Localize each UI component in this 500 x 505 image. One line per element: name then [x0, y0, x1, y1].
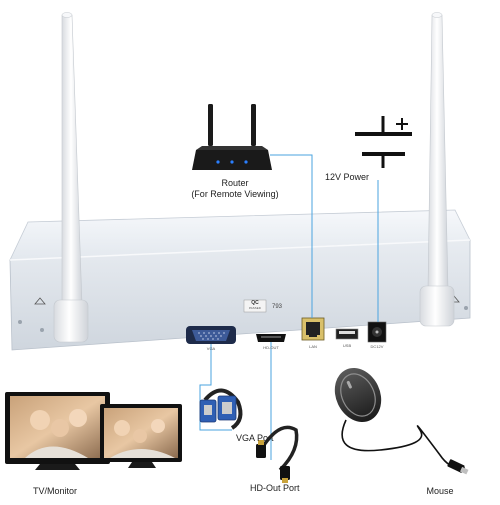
screw-icon: [40, 328, 44, 332]
port-vga: [186, 326, 236, 344]
tv-monitor-small: [100, 404, 182, 468]
hd-out-port-label: HD-Out Port: [250, 483, 300, 493]
dc-port-caption: DC12V: [370, 344, 384, 349]
power-label: 12V Power: [324, 172, 370, 182]
router-icon: [192, 104, 272, 170]
tv-monitor-large: [5, 392, 110, 470]
mouse-icon: [334, 367, 469, 475]
nvr-front-edge: [9, 239, 471, 261]
router-label: Router: [221, 178, 249, 188]
port-dc: [367, 321, 387, 343]
vga-port-caption: VGA: [206, 346, 216, 351]
leader-line: [199, 344, 232, 431]
nvr-body: [9, 209, 471, 351]
mouse-label: Mouse: [426, 486, 454, 496]
lan-port-caption: LAN: [309, 344, 317, 349]
right-antenna: [419, 12, 455, 327]
port-usb: [335, 328, 359, 340]
qc-sticker: [243, 299, 267, 313]
leader-lines: [199, 154, 379, 460]
qc-sticker-sub: PASSED: [249, 306, 261, 310]
hdmi-cable-icon: [256, 425, 299, 483]
leader-line: [270, 154, 313, 318]
port-lan: [301, 317, 325, 341]
screw-icon: [464, 306, 468, 310]
warning-triangle-icon: [34, 297, 46, 305]
serial-number: 793: [271, 304, 283, 310]
port-hdout: [256, 334, 286, 342]
usb-port-caption: USB: [342, 343, 352, 348]
screw-icon: [18, 320, 22, 324]
left-antenna: [53, 12, 89, 343]
dc-power-symbol-icon: [355, 116, 412, 168]
vga-cable-icon: [199, 388, 243, 430]
qc-sticker-text: QC: [251, 300, 259, 306]
router-sub-label: (For Remote Viewing): [191, 189, 279, 199]
hdout-port-caption: HD-OUT: [263, 345, 279, 350]
vga-port-label: VGA Port: [236, 433, 274, 443]
tv-monitor-label: TV/Monitor: [32, 486, 78, 496]
